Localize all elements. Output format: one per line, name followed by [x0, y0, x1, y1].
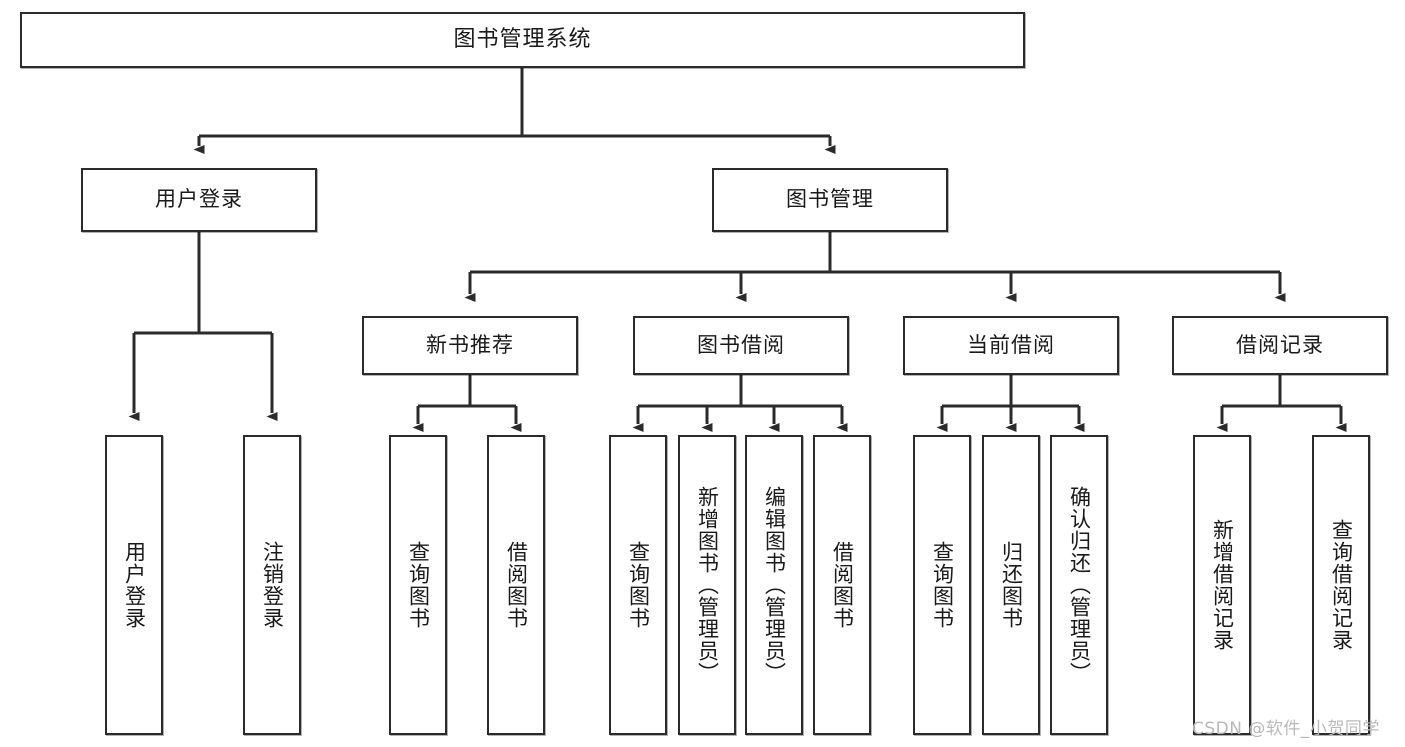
node-book-borrow[interactable]: 图书借阅	[633, 316, 849, 375]
node-leaf-user-login-label: 用户登录	[122, 541, 147, 629]
node-leaf-borrow-book-2[interactable]: 借阅图书	[813, 435, 871, 735]
node-leaf-add-book-label: 新增图书（管理员）	[695, 486, 720, 684]
node-root-label: 图书管理系统	[453, 26, 592, 52]
node-new-book-recommend-label: 新书推荐	[426, 332, 514, 357]
node-leaf-confirm-return[interactable]: 确认归还（管理员）	[1050, 435, 1108, 735]
node-leaf-return-book[interactable]: 归还图书	[982, 435, 1040, 735]
node-borrow-record-label: 借阅记录	[1236, 332, 1324, 357]
node-book-manage-label: 图书管理	[786, 187, 874, 212]
node-leaf-add-record[interactable]: 新增借阅记录	[1193, 435, 1251, 735]
node-leaf-confirm-return-label: 确认归还（管理员）	[1067, 486, 1092, 684]
node-leaf-query-book-3[interactable]: 查询图书	[913, 435, 971, 735]
node-leaf-edit-book-label: 编辑图书（管理员）	[762, 486, 787, 684]
node-leaf-borrow-book-2-label: 借阅图书	[830, 541, 855, 629]
node-leaf-add-book[interactable]: 新增图书（管理员）	[678, 435, 736, 735]
node-current-borrow[interactable]: 当前借阅	[903, 316, 1119, 375]
node-leaf-query-book-1-label: 查询图书	[406, 541, 431, 629]
node-book-borrow-label: 图书借阅	[697, 332, 785, 357]
watermark-text: CSDN @软件_小贺同学	[1192, 719, 1380, 739]
node-leaf-user-login[interactable]: 用户登录	[105, 435, 163, 735]
node-current-borrow-label: 当前借阅	[967, 332, 1055, 357]
node-leaf-borrow-book-1-label: 借阅图书	[504, 541, 529, 629]
node-leaf-return-book-label: 归还图书	[999, 541, 1024, 629]
node-leaf-query-book-1[interactable]: 查询图书	[389, 435, 447, 735]
node-leaf-query-record[interactable]: 查询借阅记录	[1312, 435, 1370, 735]
node-user-login-label: 用户登录	[155, 187, 243, 212]
node-book-manage[interactable]: 图书管理	[712, 168, 948, 232]
node-leaf-query-record-label: 查询借阅记录	[1329, 519, 1354, 651]
node-leaf-logout-login[interactable]: 注销登录	[243, 435, 301, 735]
node-leaf-query-book-3-label: 查询图书	[930, 541, 955, 629]
node-user-login[interactable]: 用户登录	[81, 168, 317, 232]
node-new-book-recommend[interactable]: 新书推荐	[362, 316, 578, 375]
node-leaf-logout-login-label: 注销登录	[260, 541, 285, 629]
node-leaf-edit-book[interactable]: 编辑图书（管理员）	[745, 435, 803, 735]
node-leaf-query-book-2-label: 查询图书	[626, 541, 651, 629]
node-leaf-borrow-book-1[interactable]: 借阅图书	[487, 435, 545, 735]
node-root[interactable]: 图书管理系统	[20, 12, 1025, 68]
node-borrow-record[interactable]: 借阅记录	[1172, 316, 1388, 375]
node-leaf-add-record-label: 新增借阅记录	[1210, 519, 1235, 651]
node-leaf-query-book-2[interactable]: 查询图书	[609, 435, 667, 735]
